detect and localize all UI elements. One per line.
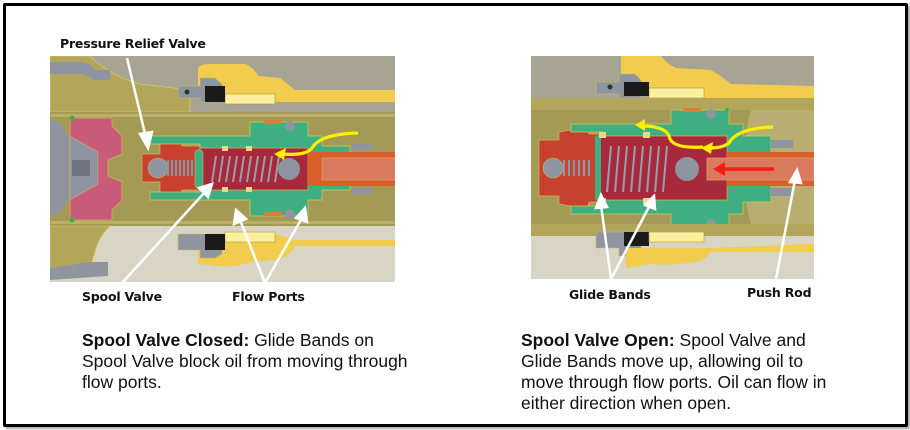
glide-band [246, 187, 252, 192]
glide-band [599, 198, 606, 204]
o-ring-top [706, 109, 716, 119]
o-ring-bottom [285, 209, 295, 219]
caption-text: move through flow ports. Oil can flow in [521, 372, 827, 392]
relief-spring [166, 160, 194, 176]
upper-yellow-ring [198, 64, 395, 102]
upper-black-seal [624, 82, 649, 96]
label-spool-valve: Spool Valve [82, 289, 162, 304]
spool-valve-open-diagram [531, 56, 814, 279]
glide-band [222, 187, 228, 192]
body-highlight-top [50, 114, 395, 117]
relief-ball [147, 157, 169, 179]
lower-shell [50, 225, 111, 271]
lower-black-seal [624, 232, 649, 246]
sleeve-port-bottom [264, 212, 282, 216]
rod-fitting-top [352, 144, 372, 150]
spool-end-cap [595, 136, 601, 200]
label-push-rod: Push Rod [747, 285, 812, 300]
spool-spring [211, 155, 280, 183]
caption-text: Glide Bands on [249, 330, 374, 350]
push-rod [321, 157, 395, 181]
glide-band [246, 146, 252, 151]
upper-black-seal [205, 86, 225, 102]
closed-cross-section [50, 56, 395, 282]
caption-title: Spool Valve Open: [521, 330, 675, 350]
upper-pale-band [648, 87, 705, 99]
lower-black-seal [205, 234, 225, 250]
caption-text: either direction when open. [521, 393, 732, 413]
glide-band [643, 132, 650, 138]
relief-ball [542, 157, 564, 179]
push-rod-arrowhead [713, 162, 725, 176]
oil-flow-arrow [281, 131, 359, 156]
caption-title: Spool Valve Closed: [82, 330, 250, 350]
caption-spool-valve-open: Spool Valve Open: Spool Valve and Glide … [521, 330, 826, 414]
rod-fitting-top [771, 140, 793, 148]
glide-band [222, 146, 228, 151]
glide-band [599, 132, 606, 138]
spool-ball [278, 158, 300, 180]
upper-gray-fitting [50, 62, 110, 80]
sleeve-port-top [264, 120, 282, 124]
spool-valve-closed-diagram [50, 56, 395, 282]
caption-text: Glide Bands move up, allowing oil to [521, 351, 804, 371]
upper-screw [607, 84, 613, 90]
upper-yellow-ring [621, 56, 814, 98]
green-dot [725, 108, 729, 112]
o-ring-top [285, 121, 295, 131]
oil-flow-arrowhead-inlet [701, 142, 713, 154]
rod-fitting-bottom [352, 188, 372, 194]
oil-flow-arrow-outlet [640, 124, 704, 149]
oil-flow-arrowhead [274, 148, 286, 160]
lower-pale-band [224, 231, 276, 243]
caption-text: Spool Valve block oil from moving throug… [82, 351, 408, 371]
oil-flow-arrowhead-outlet [635, 119, 645, 131]
rod-fitting-bottom [771, 188, 793, 196]
plug-core-dark [72, 160, 90, 176]
label-glide-bands: Glide Bands [569, 287, 651, 302]
left-gray-disc [50, 120, 74, 216]
lower-pale-band [648, 231, 705, 243]
relief-spring [562, 160, 591, 176]
caption-text: Spool Valve and [674, 330, 806, 350]
label-pressure-relief-valve: Pressure Relief Valve [60, 36, 206, 51]
upper-screw [184, 89, 190, 95]
open-cross-section [531, 56, 814, 279]
caption-spool-valve-closed: Spool Valve Closed: Glide Bands on Spool… [82, 330, 408, 393]
upper-pale-band [224, 93, 276, 105]
spool-end-cap [194, 149, 204, 189]
spool-ball [675, 157, 699, 181]
lower-yellow-ring [626, 244, 814, 268]
glide-band [643, 198, 650, 204]
green-dot [69, 217, 75, 223]
upper-olive-band [531, 98, 814, 110]
lower-gray-fitting [50, 262, 108, 280]
sleeve-port-top [683, 108, 701, 112]
body-highlight-bottom [50, 221, 395, 224]
oil-flow-arrow-inlet [708, 125, 774, 150]
label-flow-ports: Flow Ports [232, 289, 305, 304]
caption-text: flow ports. [82, 372, 162, 392]
spool-spring [606, 145, 668, 193]
green-dot [69, 115, 75, 121]
